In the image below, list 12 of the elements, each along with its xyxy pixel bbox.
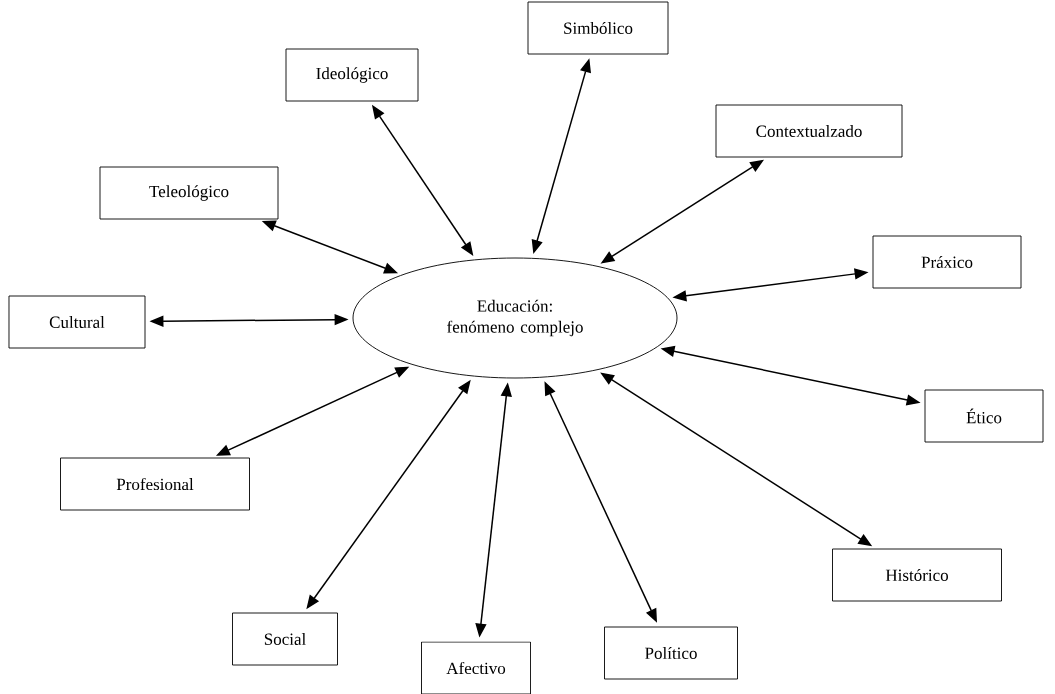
text-box: Simbólico: [527, 1, 669, 55]
text-box: Histórico: [832, 548, 1002, 602]
text-box: Práxico: [872, 235, 1022, 289]
text-box: Social: [232, 612, 338, 666]
text-box: Afectivo: [421, 641, 531, 694]
text-box: Ideológico: [285, 48, 419, 102]
text-box: Profesional: [60, 457, 250, 511]
text-box: Contextualzado: [715, 104, 903, 158]
text-box: Político: [604, 626, 738, 680]
text-box: Cultural: [8, 295, 146, 349]
text-box: Teleológico: [99, 166, 279, 220]
text-box: Ético: [924, 389, 1044, 443]
